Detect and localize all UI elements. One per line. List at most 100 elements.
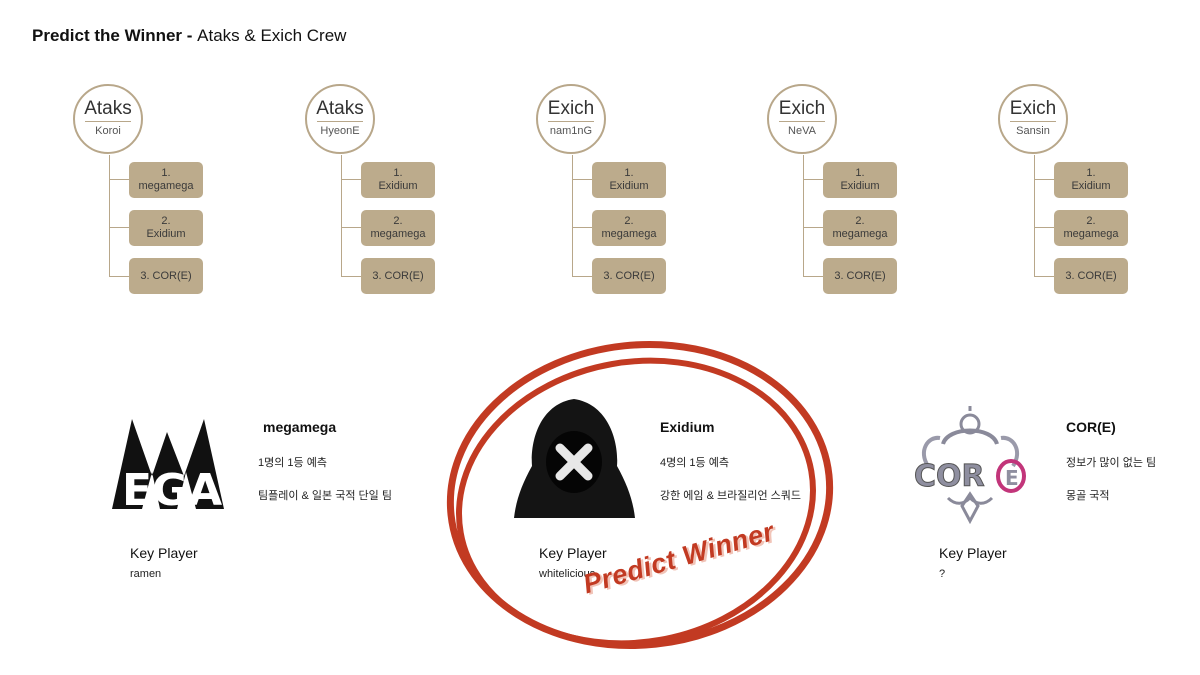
predictor-3: Exich nam1nG 1.Exidium 2.megamega 3. COR… xyxy=(536,84,696,298)
predictor-name: nam1nG xyxy=(549,125,593,137)
predictor-name: Sansin xyxy=(1016,125,1050,137)
predictor-name: HyeonE xyxy=(320,125,360,137)
pick-text: 1. xyxy=(161,167,171,179)
pick-text: Exidium xyxy=(378,180,418,192)
pick-2: 2.Exidium xyxy=(129,210,203,246)
predictor-badge: Exich Sansin xyxy=(998,84,1068,154)
pick-2: 2.megamega xyxy=(361,210,435,246)
pick-text: 3. COR(E) xyxy=(372,269,424,282)
divider xyxy=(317,121,363,122)
pick-text: 3. COR(E) xyxy=(140,269,192,282)
title-sub: Ataks & Exich Crew xyxy=(197,26,347,45)
pick-text: 2. xyxy=(855,215,865,227)
mega-logo-icon: EGA xyxy=(112,414,242,519)
team-desc-1: 4명의 1등 예측 xyxy=(660,457,729,469)
pick-text: Exidium xyxy=(609,180,649,192)
pick-text: 1. xyxy=(855,167,865,179)
key-player-label: Key Player xyxy=(939,545,1007,561)
pick-text: 3. COR(E) xyxy=(603,269,655,282)
predictor-2: Ataks HyeonE 1.Exidium 2.megamega 3. COR… xyxy=(305,84,465,298)
tree-branch xyxy=(1034,276,1054,277)
tree-branch xyxy=(572,276,592,277)
pick-1: 1.Exidium xyxy=(361,162,435,198)
core-logo-icon: COR E xyxy=(908,406,1033,529)
team-name: Exidium xyxy=(660,419,715,435)
pick-text: megamega xyxy=(138,180,194,192)
pick-text: 1. xyxy=(1086,167,1096,179)
pick-3: 3. COR(E) xyxy=(823,258,897,294)
tree-branch xyxy=(1034,227,1054,228)
predictor-4: Exich NeVA 1.Exidium 2.megamega 3. COR(E… xyxy=(767,84,927,298)
key-player-label: Key Player xyxy=(539,545,607,561)
pick-text: megamega xyxy=(1063,228,1119,240)
team-desc-2: 몽골 국적 xyxy=(1066,490,1110,502)
tree-line xyxy=(341,155,342,276)
tree-branch xyxy=(341,227,361,228)
pick-text: Exidium xyxy=(1071,180,1111,192)
pick-text: Exidium xyxy=(840,180,880,192)
key-player-value: whitelicious xyxy=(539,568,596,580)
predictor-badge: Ataks HyeonE xyxy=(305,84,375,154)
svg-text:COR: COR xyxy=(914,459,985,494)
tree-branch xyxy=(109,179,129,180)
svg-text:E: E xyxy=(1005,466,1019,490)
tree-branch xyxy=(803,227,823,228)
tree-branch xyxy=(109,227,129,228)
tree-line xyxy=(1034,155,1035,276)
pick-1: 1.Exidium xyxy=(592,162,666,198)
tree-branch xyxy=(572,227,592,228)
pick-2: 2.megamega xyxy=(823,210,897,246)
pick-3: 3. COR(E) xyxy=(1054,258,1128,294)
pick-text: 1. xyxy=(624,167,634,179)
team-desc-1: 1명의 1등 예측 xyxy=(258,457,327,469)
pick-1: 1.Exidium xyxy=(1054,162,1128,198)
predictor-1: Ataks Koroi 1.megamega 2.Exidium 3. COR(… xyxy=(73,84,233,298)
team-name: COR(E) xyxy=(1066,419,1116,435)
pick-text: Exidium xyxy=(146,228,186,240)
team-name: megamega xyxy=(263,419,337,435)
divider xyxy=(779,121,825,122)
crew-name: Ataks xyxy=(316,98,364,119)
tree-branch xyxy=(109,276,129,277)
pick-3: 3. COR(E) xyxy=(592,258,666,294)
team-desc-2: 강한 에임 & 브라질리언 스쿼드 xyxy=(660,490,802,502)
predictor-5: Exich Sansin 1.Exidium 2.megamega 3. COR… xyxy=(998,84,1158,298)
tree-branch xyxy=(572,179,592,180)
predictor-badge: Exich NeVA xyxy=(767,84,837,154)
pick-1: 1.megamega xyxy=(129,162,203,198)
pick-text: 1. xyxy=(393,167,403,179)
pick-2: 2.megamega xyxy=(592,210,666,246)
pick-3: 3. COR(E) xyxy=(129,258,203,294)
predictor-badge: Exich nam1nG xyxy=(536,84,606,154)
tree-line xyxy=(572,155,573,276)
title-main: Predict the Winner - xyxy=(32,26,198,45)
tree-branch xyxy=(1034,179,1054,180)
svg-text:EGA: EGA xyxy=(122,465,222,514)
page-title: Predict the Winner - Ataks & Exich Crew xyxy=(32,26,346,46)
divider xyxy=(85,121,131,122)
crew-name: Exich xyxy=(547,98,595,119)
predictor-name: NeVA xyxy=(788,125,816,137)
predictor-badge: Ataks Koroi xyxy=(73,84,143,154)
pick-text: 3. COR(E) xyxy=(834,269,886,282)
pick-2: 2.megamega xyxy=(1054,210,1128,246)
tree-branch xyxy=(803,179,823,180)
divider xyxy=(548,121,594,122)
tree-branch xyxy=(341,179,361,180)
crew-name: Ataks xyxy=(84,98,132,119)
predictor-name: Koroi xyxy=(95,125,121,137)
crew-name: Exich xyxy=(778,98,826,119)
pick-text: megamega xyxy=(601,228,657,240)
key-player-value: ? xyxy=(939,568,946,580)
tree-branch xyxy=(341,276,361,277)
pick-text: 2. xyxy=(624,215,634,227)
crew-name: Exich xyxy=(1009,98,1057,119)
pick-text: 2. xyxy=(161,215,171,227)
pick-text: 2. xyxy=(393,215,403,227)
pick-text: megamega xyxy=(370,228,426,240)
divider xyxy=(1010,121,1056,122)
pick-3: 3. COR(E) xyxy=(361,258,435,294)
tree-branch xyxy=(803,276,823,277)
key-player-label: Key Player xyxy=(130,545,198,561)
key-player-value: ramen xyxy=(130,568,162,580)
